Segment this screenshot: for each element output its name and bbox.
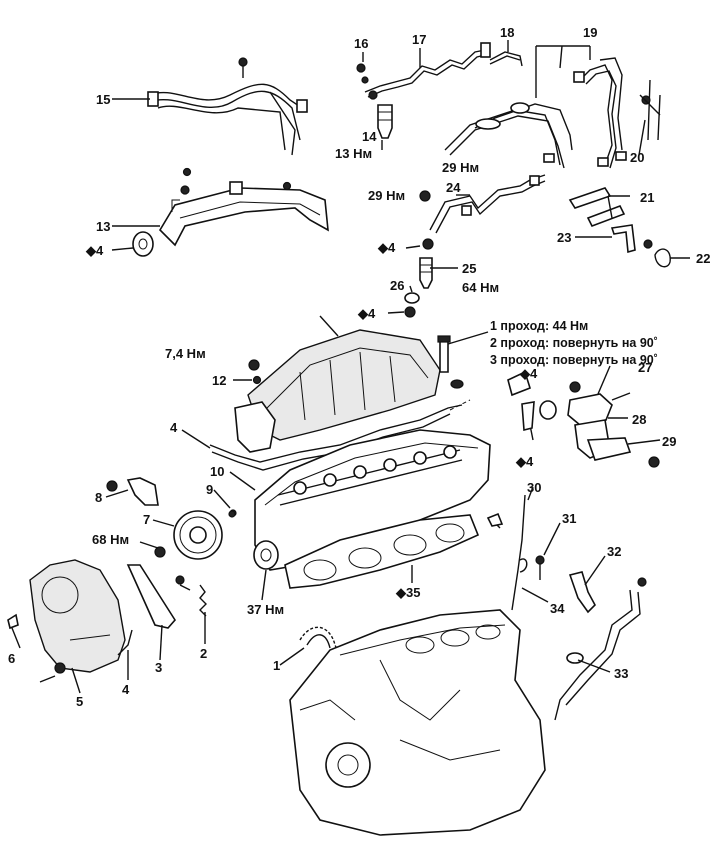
leader-lines xyxy=(11,40,690,694)
label-27: 27 xyxy=(638,360,652,375)
label-12: 12 xyxy=(212,373,226,388)
part-1-timing-belt xyxy=(299,626,351,691)
label-33: 33 xyxy=(614,666,628,681)
label-25: 25 xyxy=(462,261,476,276)
part-24-injection-pipe xyxy=(419,174,546,234)
head-bolt xyxy=(437,331,489,389)
torque-64: 64 Нм xyxy=(462,280,499,295)
torque-7-4: 7,4 Нм xyxy=(165,346,206,361)
part-11-head-cover xyxy=(234,315,441,453)
label-20: 20 xyxy=(630,150,644,165)
engine-block xyxy=(289,609,546,836)
part-21-23-clamps xyxy=(568,187,671,268)
label-4-e: ◆4 xyxy=(519,366,538,381)
note-pass-1: 1 проход: 44 Нм xyxy=(490,319,588,333)
part-10-cylinder-head xyxy=(229,429,491,571)
part-32-bracket xyxy=(568,571,596,614)
label-4-g: 4 xyxy=(122,682,130,697)
part-35-head-gasket xyxy=(284,514,480,589)
label-19: 19 xyxy=(583,25,597,40)
note-pass-3: 3 проход: повернуть на 90˚ xyxy=(490,353,658,367)
part-31-bolt xyxy=(535,555,545,580)
label-34: 34 xyxy=(550,601,565,616)
part-5-timing-cover xyxy=(29,559,126,683)
part-9-dowel xyxy=(228,510,236,518)
part-13-intake-pipe xyxy=(132,167,329,257)
label-4-c: ◆4 xyxy=(357,306,376,321)
part-16-17-18-leak-off-pipe xyxy=(356,42,523,100)
part-27-29-egr-valve xyxy=(507,370,660,468)
label-5: 5 xyxy=(76,694,83,709)
part-12-bolt xyxy=(248,359,262,385)
part-30-34-dipstick xyxy=(486,494,528,611)
part-6-clip xyxy=(7,613,19,630)
part-15-wiring-harness xyxy=(147,57,308,156)
label-15: 15 xyxy=(96,92,110,107)
label-4-b: ◆4 xyxy=(377,240,396,255)
part-3-tensioner xyxy=(126,564,191,629)
label-24: 24 xyxy=(446,180,461,195)
label-7: 7 xyxy=(143,512,150,527)
part-2-spring xyxy=(199,584,207,617)
label-23: 23 xyxy=(557,230,571,245)
label-28: 28 xyxy=(632,412,646,427)
label-2: 2 xyxy=(200,646,207,661)
part-20-clamp xyxy=(639,79,661,141)
part-19-injection-pipes xyxy=(444,45,627,169)
label-31: 31 xyxy=(562,511,576,526)
label-21: 21 xyxy=(640,190,654,205)
label-1: 1 xyxy=(273,658,280,673)
label-6: 6 xyxy=(8,651,15,666)
label-29: 29 xyxy=(662,434,676,449)
label-18: 18 xyxy=(500,25,514,40)
label-14: 14 xyxy=(362,129,377,144)
torque-29-b: 29 Нм xyxy=(368,188,405,203)
label-10: 10 xyxy=(210,464,224,479)
label-17: 17 xyxy=(412,32,426,47)
label-9: 9 xyxy=(206,482,213,497)
part-7-camshaft-pulley xyxy=(154,510,223,560)
part-8-bracket xyxy=(106,477,159,506)
label-4-d: 4 xyxy=(170,420,178,435)
callout-labels: 15 13 ◆4 16 17 18 19 14 13 Нм 29 Нм 20 2… xyxy=(8,25,710,709)
label-35: ◆35 xyxy=(395,585,420,600)
label-32: 32 xyxy=(607,544,621,559)
part-33-water-pipe xyxy=(554,577,647,721)
label-26: 26 xyxy=(390,278,404,293)
part-4-seal-left xyxy=(117,629,133,656)
part-14-injector xyxy=(377,104,393,139)
label-16: 16 xyxy=(354,36,368,51)
torque-13: 13 Нм xyxy=(335,146,372,161)
label-22: 22 xyxy=(696,251,710,266)
part-25-26-glow-plug xyxy=(404,238,434,318)
label-4-a: ◆4 xyxy=(85,243,104,258)
label-3: 3 xyxy=(155,660,162,675)
label-13: 13 xyxy=(96,219,110,234)
torque-29-a: 29 Нм xyxy=(442,160,479,175)
note-pass-2: 2 проход: повернуть на 90˚ xyxy=(490,336,658,350)
label-30: 30 xyxy=(527,480,541,495)
label-8: 8 xyxy=(95,490,102,505)
torque-68: 68 Нм xyxy=(92,532,129,547)
label-4-f: ◆4 xyxy=(515,454,534,469)
torque-37: 37 Нм xyxy=(247,602,284,617)
